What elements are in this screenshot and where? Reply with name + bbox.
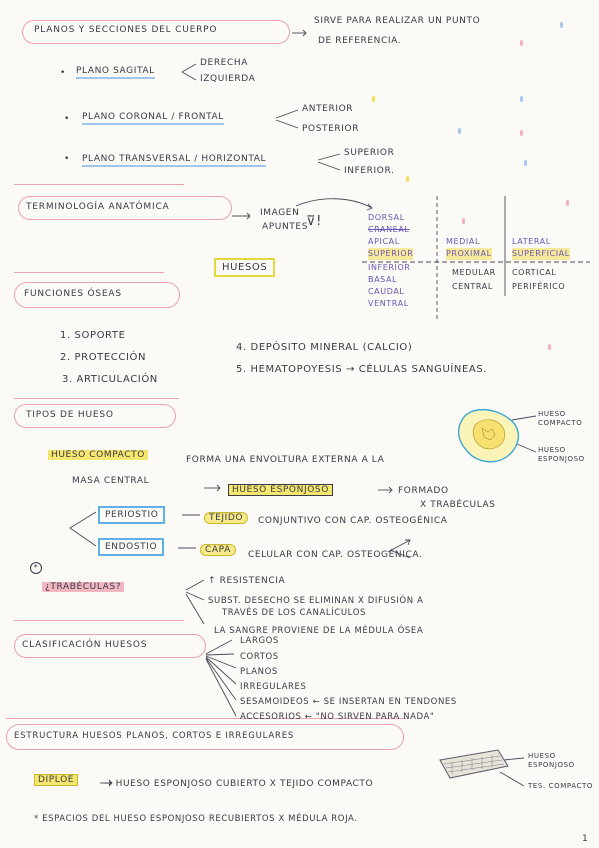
tipos-cloud: [14, 404, 176, 428]
bullet: •: [64, 154, 70, 164]
separator: [14, 184, 184, 185]
trabeculas-label: ¿Trabéculas?: [42, 582, 125, 592]
diploe-desc: → hueso esponjoso cubierto x tejido comp…: [104, 779, 374, 789]
decor-dot: [566, 200, 569, 206]
decor-dot: [520, 96, 523, 102]
bone-illustration-1: [457, 408, 519, 463]
estructura-title: Estructura huesos planos, cortos e irreg…: [14, 731, 295, 741]
planos-note-1: Sirve para realizar un punto: [314, 16, 481, 26]
terminologia-cloud: [18, 196, 232, 220]
funciones-title: Funciones óseas: [24, 289, 122, 299]
estructura-cloud: [6, 724, 404, 750]
formado: formado: [398, 486, 449, 496]
endostio-desc: celular con cap. osteogénica.: [248, 550, 423, 560]
transversal-b: Inferior.: [344, 166, 395, 176]
tejido: Tejido: [204, 512, 249, 524]
img-label-compacto: Hueso compacto: [538, 410, 583, 427]
asterisk-icon: *: [30, 562, 42, 574]
funcion-1: 1. Soporte: [60, 330, 126, 341]
clasif-4: Irregulares: [240, 682, 307, 692]
separator: [14, 620, 184, 621]
decor-dot: [372, 96, 375, 102]
clasif-6: Accesorios ← "no sirven para nada": [240, 712, 435, 722]
attention-icon: ⊽!: [306, 214, 322, 229]
decor-dot: [462, 218, 465, 224]
funcion-5: 5. Hematopoyesis → células sanguíneas.: [236, 364, 488, 375]
tipos-title: Tipos de hueso: [26, 410, 114, 420]
bone-illustration-2: [439, 749, 509, 779]
periostio-desc: conjuntivo con cap. osteogénica: [258, 516, 448, 526]
term-col3-a: Lateral Superficial: [512, 237, 570, 260]
separator: [6, 718, 406, 719]
planos-title: Planos y secciones del cuerpo: [34, 25, 218, 35]
transversal-a: Superior: [344, 148, 395, 158]
bullet: •: [64, 114, 70, 124]
capa: Capa: [200, 544, 236, 556]
clasif-2: Cortos: [240, 652, 279, 662]
periostio: Periostio: [98, 506, 166, 524]
compacto-desc: forma una envoltura externa a la: [186, 455, 385, 465]
bullet: •: [60, 68, 66, 78]
decor-dot: [406, 176, 409, 182]
clasificacion-title: Clasificación huesos: [22, 640, 148, 650]
plano-sagital: Plano sagital: [76, 66, 155, 79]
img-label-esponjoso-2: Hueso esponjoso: [528, 752, 575, 769]
hueso-esponjoso: hueso esponjoso: [228, 484, 333, 496]
clasif-3: Planos: [240, 667, 278, 677]
term-col2-a: Medial Proximal: [446, 237, 492, 260]
funcion-4: 4. Depósito mineral (calcio): [236, 342, 413, 353]
estructura-note: * Espacios del hueso esponjoso recubiert…: [34, 814, 358, 824]
term-col2-b: Medular Central: [452, 268, 496, 291]
decor-dot: [524, 160, 527, 166]
trab-1: ↑ Resistencia: [208, 576, 286, 586]
term-col1: Dorsal Craneal Apical Superior: [368, 213, 414, 260]
endostio: Endostio: [98, 538, 165, 556]
masa-central: masa central: [72, 476, 150, 486]
huesos-label: Huesos: [214, 258, 276, 277]
terminologia-note-2: apuntes: [262, 222, 309, 232]
decor-dot: [458, 128, 461, 134]
terminologia-note-1: Imagen: [260, 208, 300, 218]
trab-4: La sangre proviene de la médula ósea: [214, 626, 424, 636]
sagital-b: Izquierda: [200, 74, 256, 84]
term-col1-b: Inferior Basal Caudal Ventral: [368, 263, 411, 308]
trabeculas: x trabéculas: [420, 500, 496, 510]
diploe: Diploe: [34, 774, 79, 786]
funcion-2: 2. Protección: [60, 352, 147, 363]
decor-dot: [520, 130, 523, 136]
clasif-1: Largos: [240, 636, 279, 646]
clasif-5: Sesamoideos ← se insertan en tendones: [240, 697, 457, 707]
img-label-compacto-2: Tes. compacto: [528, 782, 593, 790]
trab-3: través de los canalículos: [222, 608, 366, 618]
decor-dot: [560, 22, 563, 28]
sagital-a: Derecha: [200, 58, 248, 68]
hueso-compacto: Hueso compacto: [48, 450, 148, 460]
funciones-cloud: [14, 282, 180, 308]
planos-note-2: de referencia.: [318, 36, 402, 46]
plano-transversal: Plano transversal / horizontal: [82, 154, 267, 167]
title-cloud: [22, 20, 290, 44]
coronal-a: Anterior: [302, 104, 354, 114]
separator: [14, 272, 164, 273]
coronal-b: Posterior: [302, 124, 360, 134]
img-label-esponjoso: Hueso esponjoso: [538, 446, 585, 463]
plano-coronal: Plano coronal / frontal: [82, 112, 224, 125]
page-number: 1: [582, 834, 589, 844]
term-col3-b: Cortical Periférico: [512, 268, 566, 291]
funcion-3: 3. Articulación: [62, 374, 158, 385]
decor-dot: [548, 344, 551, 350]
decor-dot: [520, 40, 523, 46]
trab-2: Subst. desecho se eliminan x difusión a: [208, 596, 424, 606]
clasificacion-cloud: [14, 634, 206, 658]
separator: [14, 398, 179, 399]
terminologia-title: Terminología anatómica: [26, 202, 170, 212]
